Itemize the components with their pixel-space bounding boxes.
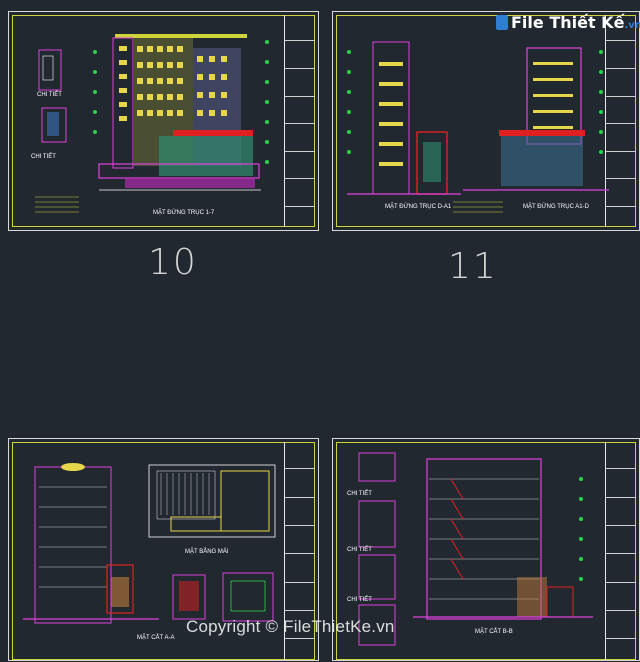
sheet-number: 10	[148, 242, 198, 283]
sheet-title: MẶT BẰNG MÁI	[185, 549, 229, 555]
logo-icon	[496, 15, 508, 30]
elevation-drawing	[35, 34, 269, 213]
detail-label: CHI TIẾT	[31, 154, 56, 160]
title-block	[284, 442, 315, 660]
sheet-title: MẶT ĐỨNG TRỤC D-A1	[385, 204, 452, 210]
detail-label: CHI TIẾT	[37, 92, 62, 98]
sheet-title: MẶT CẮT B-B	[475, 629, 513, 635]
sheet-title: MẶT ĐỨNG TRỤC A1-D	[523, 204, 589, 210]
logo-text: File Thiết Kế	[511, 13, 625, 32]
drawing-sheet-11[interactable]: MẶT ĐỨNG TRỤC D-A1 MẶT ĐỨNG TRỤC A1-D	[332, 11, 640, 231]
section-drawing	[358, 452, 593, 646]
drawing-sheet-12[interactable]: MẶT BẰNG MÁI MẶT CẮT A-A	[8, 438, 319, 661]
elevation-drawing	[347, 41, 609, 213]
sheet-number: 11	[448, 246, 498, 287]
sheet-frame	[336, 15, 636, 227]
detail-label: CHI TIẾT	[347, 597, 372, 603]
title-block	[605, 442, 636, 660]
watermark: Copyright © FileThietKe.vn	[186, 617, 395, 636]
sheet-title: MẶT ĐỨNG TRỤC 1-7	[153, 210, 215, 216]
title-block	[284, 15, 315, 227]
sheet-frame	[336, 442, 636, 660]
site-logo[interactable]: File Thiết Kế.vn	[496, 13, 640, 32]
detail-label: CHI TIẾT	[347, 547, 372, 553]
drawing-sheet-10[interactable]: CHI TIẾT CHI TIẾT MẶT ĐỨNG TRỤC 1-7	[8, 11, 319, 231]
sheet-frame	[12, 442, 315, 660]
logo-domain: .vn	[624, 20, 640, 31]
sheet-title: MẶT CẮT A-A	[137, 635, 175, 641]
title-block	[605, 15, 636, 227]
sheet-frame	[12, 15, 315, 227]
section-drawing	[23, 463, 276, 624]
detail-label: CHI TIẾT	[347, 491, 372, 497]
